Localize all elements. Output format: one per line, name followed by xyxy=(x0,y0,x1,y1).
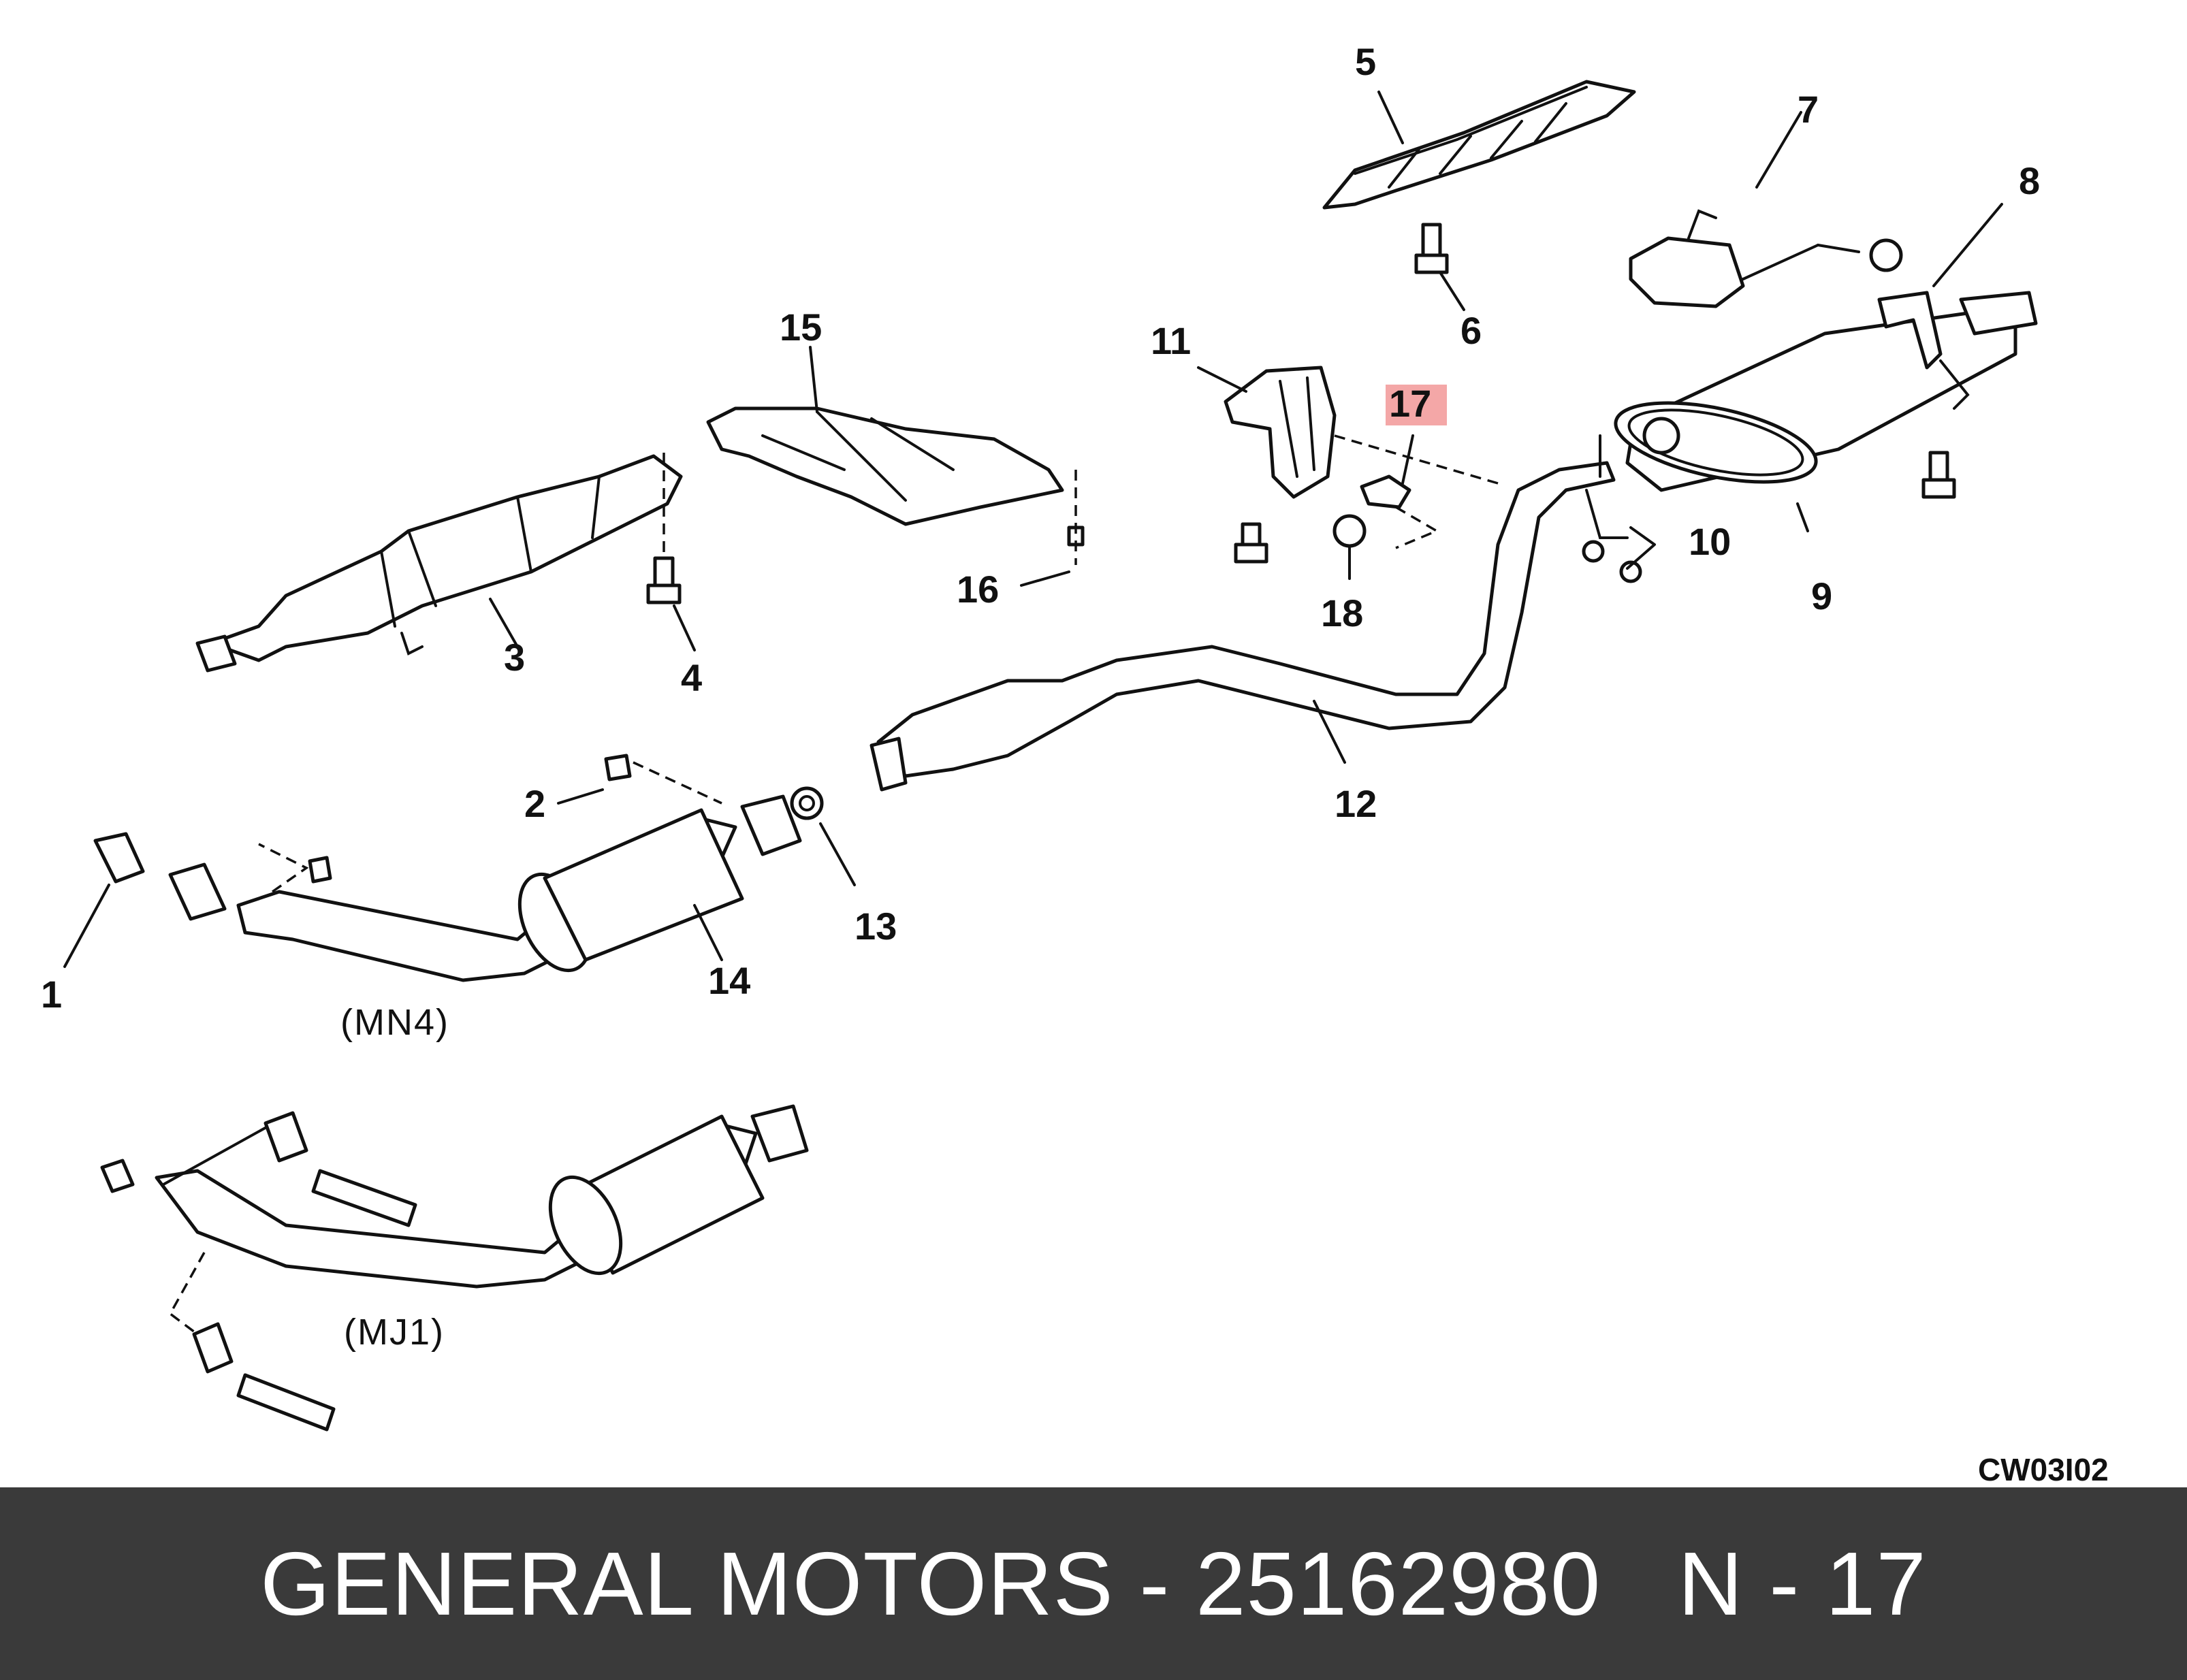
bolt-muffler xyxy=(1921,451,1956,499)
callout-13: 13 xyxy=(855,905,897,948)
nut-mj1 xyxy=(100,1159,135,1193)
callout-6: 6 xyxy=(1460,309,1482,352)
variant-label-mn4: (MN4) xyxy=(340,1002,449,1043)
bolt-2 xyxy=(604,754,632,781)
leader-lines xyxy=(63,91,2003,968)
callout-2: 2 xyxy=(524,782,545,825)
clamp-17 xyxy=(1334,434,1499,549)
callout-18: 18 xyxy=(1321,592,1363,634)
callout-15: 15 xyxy=(780,306,822,349)
callout-1: 1 xyxy=(41,973,62,1016)
callout-numbers: 5 6 7 8 9 10 11 17 18 12 13 14 15 16 3 4… xyxy=(41,40,2040,1016)
figure-code: CW03I02 xyxy=(1978,1452,2109,1487)
variant-label-mj1: (MJ1) xyxy=(344,1312,445,1353)
hanger-7 xyxy=(1629,209,1903,308)
pipe-mn4-flange xyxy=(740,794,802,856)
bolt-4 xyxy=(646,453,682,604)
bolt-mj1-upper xyxy=(311,1169,417,1227)
front-pipe-mn4 xyxy=(93,754,824,982)
pipe-12-flange xyxy=(869,737,908,792)
bolt-16 xyxy=(1067,470,1085,565)
callout-3: 3 xyxy=(504,636,525,679)
spring-lower xyxy=(192,1322,234,1374)
resonator-14 xyxy=(543,808,744,962)
footer-part-number: GENERAL MOTORS - 25162980 N - 17 xyxy=(260,1534,1927,1634)
front-pipe-mj1 xyxy=(100,1104,809,1432)
converter-3 xyxy=(195,454,683,673)
bolt-6 xyxy=(1414,223,1449,274)
callout-8: 8 xyxy=(2019,159,2040,202)
flange-1 xyxy=(93,832,145,884)
hanger-7-nut xyxy=(1869,238,1903,272)
callout-7: 7 xyxy=(1798,88,1819,131)
callout-14: 14 xyxy=(708,959,750,1002)
callout-9: 9 xyxy=(1811,575,1832,617)
nut-18 xyxy=(1332,514,1367,548)
nut-mn4 xyxy=(308,856,332,884)
muffler-inlet xyxy=(1642,417,1680,455)
muffler-9 xyxy=(1614,291,2038,492)
gasket-mn4 xyxy=(168,862,227,921)
callout-17-highlight xyxy=(1386,385,1447,425)
hanger-11 xyxy=(1224,366,1337,564)
tailpipe-tip xyxy=(1959,291,2038,336)
intermediate-pipe-12 xyxy=(869,434,1642,792)
callout-17: 17 xyxy=(1389,382,1431,425)
callout-12: 12 xyxy=(1335,782,1377,825)
pipe-mj1-flange xyxy=(750,1104,809,1163)
footer-bar: GENERAL MOTORS - 25162980 N - 17 xyxy=(0,1487,2187,1680)
callout-4: 4 xyxy=(681,656,702,699)
insulator-10a xyxy=(1582,540,1605,563)
callout-10: 10 xyxy=(1689,520,1731,563)
heat-shield-15 xyxy=(706,406,1064,526)
callout-11: 11 xyxy=(1151,319,1191,362)
spring-upper xyxy=(264,1111,308,1163)
gasket-13 xyxy=(790,786,824,820)
callout-16: 16 xyxy=(957,568,999,611)
bracket-8 xyxy=(1877,291,1970,410)
heat-shield-5 xyxy=(1322,80,1636,210)
callout-5: 5 xyxy=(1355,40,1376,83)
diagram-canvas: 5 6 7 8 9 10 11 17 18 12 13 14 15 16 3 4… xyxy=(41,40,2109,1487)
bolt-mj1-lower xyxy=(236,1373,336,1432)
insulator-10b xyxy=(1619,560,1642,583)
